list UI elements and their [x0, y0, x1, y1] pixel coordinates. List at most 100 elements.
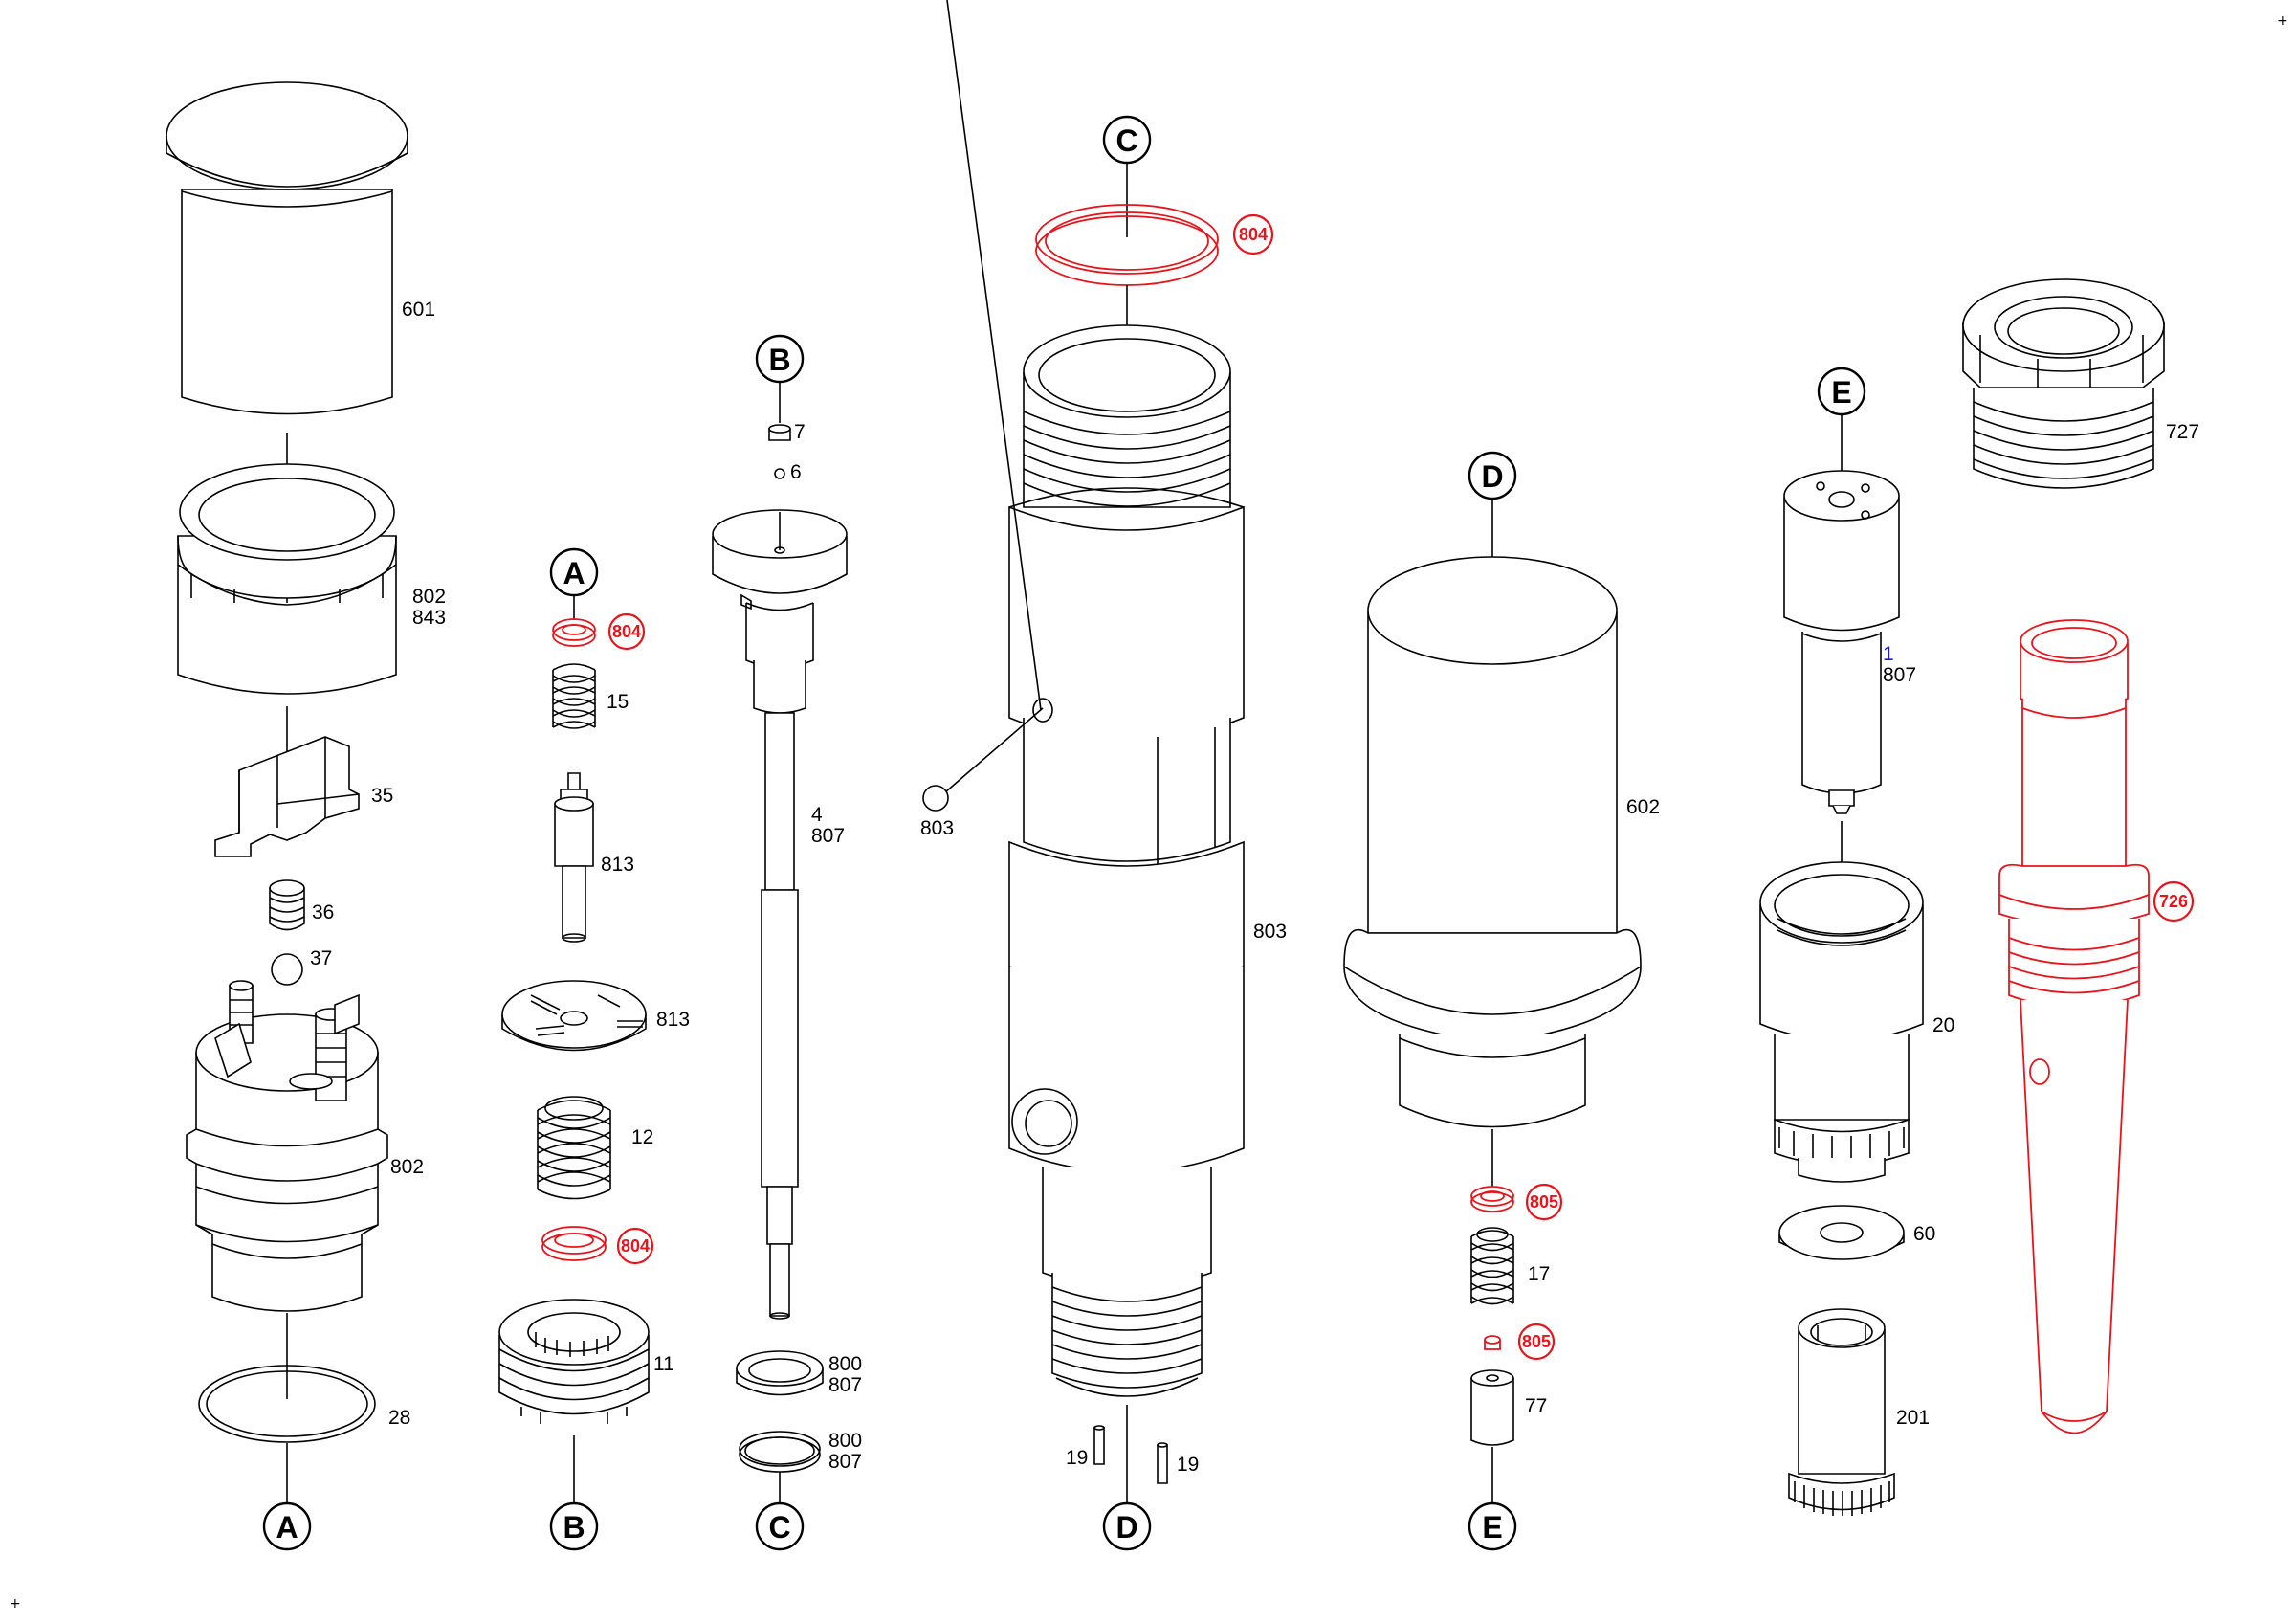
label-813-b: 813 [656, 1009, 690, 1031]
label-727: 727 [2166, 421, 2199, 443]
badge-805-a: 805 [1525, 1183, 1563, 1221]
badge-805-b: 805 [1517, 1323, 1556, 1361]
badge-726: 726 [2152, 880, 2195, 923]
label-4-807-b: 807 [811, 825, 845, 847]
part-802-843-nut [177, 463, 397, 695]
badge-804-b: 804 [616, 1227, 654, 1265]
connector-a-bottom: A [262, 1501, 312, 1551]
svg-text:804: 804 [621, 1236, 650, 1256]
part-804-oring-top [1035, 204, 1219, 286]
label-601: 601 [402, 299, 435, 321]
label-19-b: 19 [1177, 1454, 1199, 1476]
label-6: 6 [790, 461, 802, 483]
part-12-spring [537, 1096, 611, 1200]
part-803-ball [922, 785, 949, 812]
badge-804-a: 804 [607, 612, 646, 651]
part-20-nozzle-nut [1759, 861, 1924, 1183]
label-201: 201 [1896, 1407, 1930, 1429]
label-60: 60 [1913, 1223, 1935, 1245]
label-800-807-2a: 800 [828, 1430, 862, 1452]
part-803-injector-body [1008, 324, 1245, 1397]
part-601-cap [166, 81, 408, 415]
label-813-a: 813 [601, 854, 634, 876]
label-800-807-1b: 807 [828, 1374, 862, 1396]
connector-d-top: D [1468, 451, 1517, 500]
label-12: 12 [631, 1126, 653, 1148]
part-602-sleeve [1343, 556, 1642, 1128]
svg-text:E: E [1831, 375, 1851, 410]
part-19-pin-a [1093, 1425, 1105, 1465]
label-802-843-a: 802 [412, 586, 446, 608]
svg-text:804: 804 [1239, 225, 1268, 244]
part-813-disc [501, 980, 647, 1052]
part-804-washer-b [541, 1226, 607, 1261]
part-60-washer [1778, 1205, 1905, 1260]
label-800-807-1a: 800 [828, 1353, 862, 1375]
corner-mark-bottom-left: + [10, 1596, 21, 1612]
part-11-nut [498, 1299, 650, 1424]
label-803-ball: 803 [920, 817, 954, 839]
part-77-shim [1470, 1369, 1514, 1446]
part-201-sleeve [1788, 1308, 1895, 1516]
label-77: 77 [1525, 1395, 1547, 1417]
svg-text:726: 726 [2159, 892, 2188, 911]
part-37-ball [271, 953, 303, 986]
label-7: 7 [794, 421, 806, 443]
svg-text:805: 805 [1522, 1332, 1551, 1351]
part-726-pressure-tube [1998, 619, 2150, 1434]
part-727-nut [1962, 278, 2165, 489]
label-4-807-a: 4 [811, 804, 823, 826]
part-804-washer-a [552, 618, 596, 647]
svg-text:B: B [563, 1510, 585, 1545]
svg-text:B: B [768, 343, 790, 377]
part-35-clip [214, 736, 360, 857]
label-28: 28 [388, 1407, 410, 1429]
part-28-oring-outer [198, 1365, 376, 1443]
label-1: 1 [1883, 643, 1894, 665]
label-35: 35 [371, 785, 393, 807]
svg-text:D: D [1115, 1510, 1137, 1545]
svg-text:A: A [276, 1510, 298, 1545]
part-802-connector-body [186, 980, 388, 1312]
svg-text:D: D [1481, 459, 1503, 494]
svg-text:805: 805 [1530, 1192, 1558, 1212]
part-28-oring-inner [206, 1370, 368, 1437]
label-807: 807 [1883, 664, 1916, 686]
svg-text:E: E [1482, 1510, 1502, 1545]
part-800-807-ring-2 [739, 1431, 821, 1473]
label-802: 802 [390, 1156, 424, 1178]
part-6-ball [774, 468, 785, 479]
svg-text:A: A [563, 556, 585, 590]
svg-text:C: C [768, 1510, 790, 1545]
connector-c-bottom: C [755, 1501, 805, 1551]
part-813-pin [554, 772, 594, 943]
connector-b-top: B [755, 334, 805, 384]
label-800-807-2b: 807 [828, 1451, 862, 1473]
label-36: 36 [312, 901, 334, 923]
part-17-spring [1470, 1227, 1514, 1305]
label-11: 11 [653, 1353, 674, 1375]
part-807-nozzle [1783, 470, 1900, 814]
part-800-807-ring-1 [736, 1350, 824, 1396]
label-17: 17 [1528, 1263, 1550, 1285]
label-602: 602 [1626, 796, 1660, 818]
connector-e-top: E [1817, 367, 1866, 416]
label-37: 37 [310, 947, 332, 969]
part-805-washer-a [1470, 1186, 1514, 1212]
svg-text:C: C [1115, 123, 1137, 158]
badge-804-top: 804 [1232, 213, 1274, 256]
part-7-cap [768, 424, 791, 441]
connector-e-bottom: E [1468, 1501, 1517, 1551]
corner-mark-top-right: + [2277, 13, 2288, 29]
svg-text:804: 804 [612, 622, 641, 641]
part-15-spring [552, 663, 596, 729]
label-20: 20 [1932, 1014, 1954, 1036]
part-805-washer-b [1484, 1335, 1501, 1350]
label-19-a: 19 [1066, 1447, 1088, 1469]
leader-803-ball [946, 0, 1042, 711]
label-15: 15 [607, 691, 629, 713]
connector-b-bottom: B [549, 1501, 599, 1551]
label-802-843-b: 843 [412, 607, 446, 629]
part-4-807-valve [712, 509, 848, 1320]
